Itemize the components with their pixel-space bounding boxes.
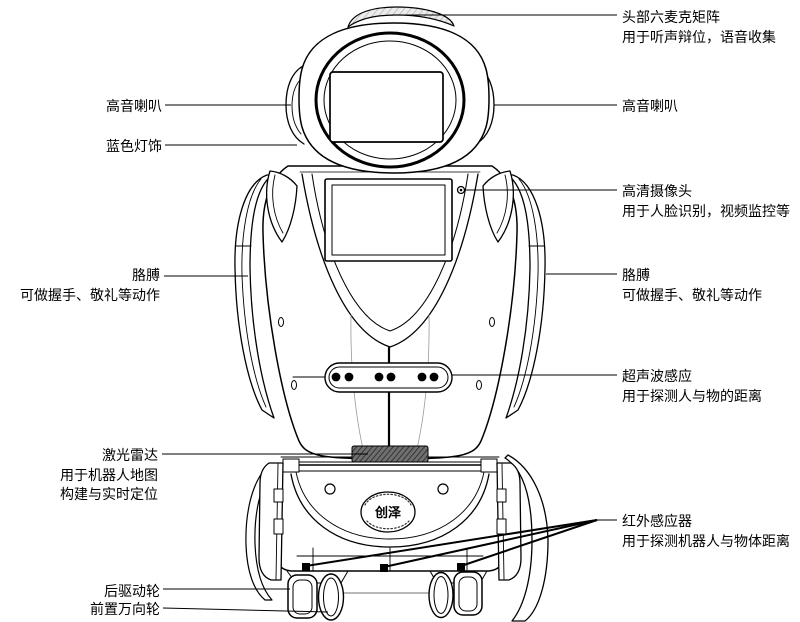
label-camera: 高清摄像头 用于人脸识别，视频监控等 <box>622 183 790 219</box>
label-lidar: 激光雷达 用于机器人地图 构建与实时定位 <box>60 447 158 502</box>
arm-left <box>234 174 275 419</box>
fender-right <box>496 462 522 581</box>
wheel-housing-right <box>504 454 549 622</box>
label-rear-wheel: 后驱动轮 <box>104 583 160 599</box>
label-arm-right: 胳膊 可做握手、敬礼等动作 <box>622 267 762 303</box>
label-head-mic: 头部六麦克矩阵 用于听声辩位，语音收集 <box>622 8 776 47</box>
label-arm-left: 胳膊 可做握手、敬礼等动作 <box>20 267 160 303</box>
label-tweeter-left: 高音喇叭 <box>106 98 162 114</box>
leader-front-caster <box>162 607 329 613</box>
logo-text: 创泽 <box>374 505 402 520</box>
label-ultrasonic: 超声波感应 用于探测人与物的距离 <box>622 368 762 404</box>
label-infrared: 红外感应器 用于探测机器人与物体距离 <box>622 513 790 549</box>
logo-badge: 创泽 <box>360 491 416 533</box>
ultrasonic-sensor-strip <box>292 362 453 393</box>
face-screen <box>329 71 444 143</box>
callout-lines <box>162 14 617 613</box>
caster-wheel-left <box>317 573 345 621</box>
shoulder-right <box>482 170 514 243</box>
head <box>285 6 495 174</box>
arm-right <box>505 174 546 419</box>
caster-wheel-right <box>428 571 454 619</box>
label-head-mic-line2: 用于听声辩位，语音收集 <box>622 28 776 45</box>
wheels <box>286 570 488 621</box>
label-blue-light: 蓝色灯饰 <box>106 138 162 154</box>
drive-wheel-right <box>453 571 483 616</box>
label-tweeter-right: 高音喇叭 <box>622 98 678 114</box>
wheel-housing-left <box>245 467 273 601</box>
label-head-mic-line1: 头部六麦克矩阵 <box>622 9 720 25</box>
drive-wheel-left <box>287 574 318 619</box>
chest-screen <box>324 178 453 262</box>
leader-infrared-diagonals <box>305 519 598 568</box>
label-front-caster: 前置万向轮 <box>90 601 160 617</box>
camera-dot <box>456 185 466 195</box>
shoulder-left <box>266 170 298 243</box>
ir-sensors <box>302 563 465 572</box>
fender-left <box>258 462 284 581</box>
mic-array-dome <box>347 6 455 28</box>
